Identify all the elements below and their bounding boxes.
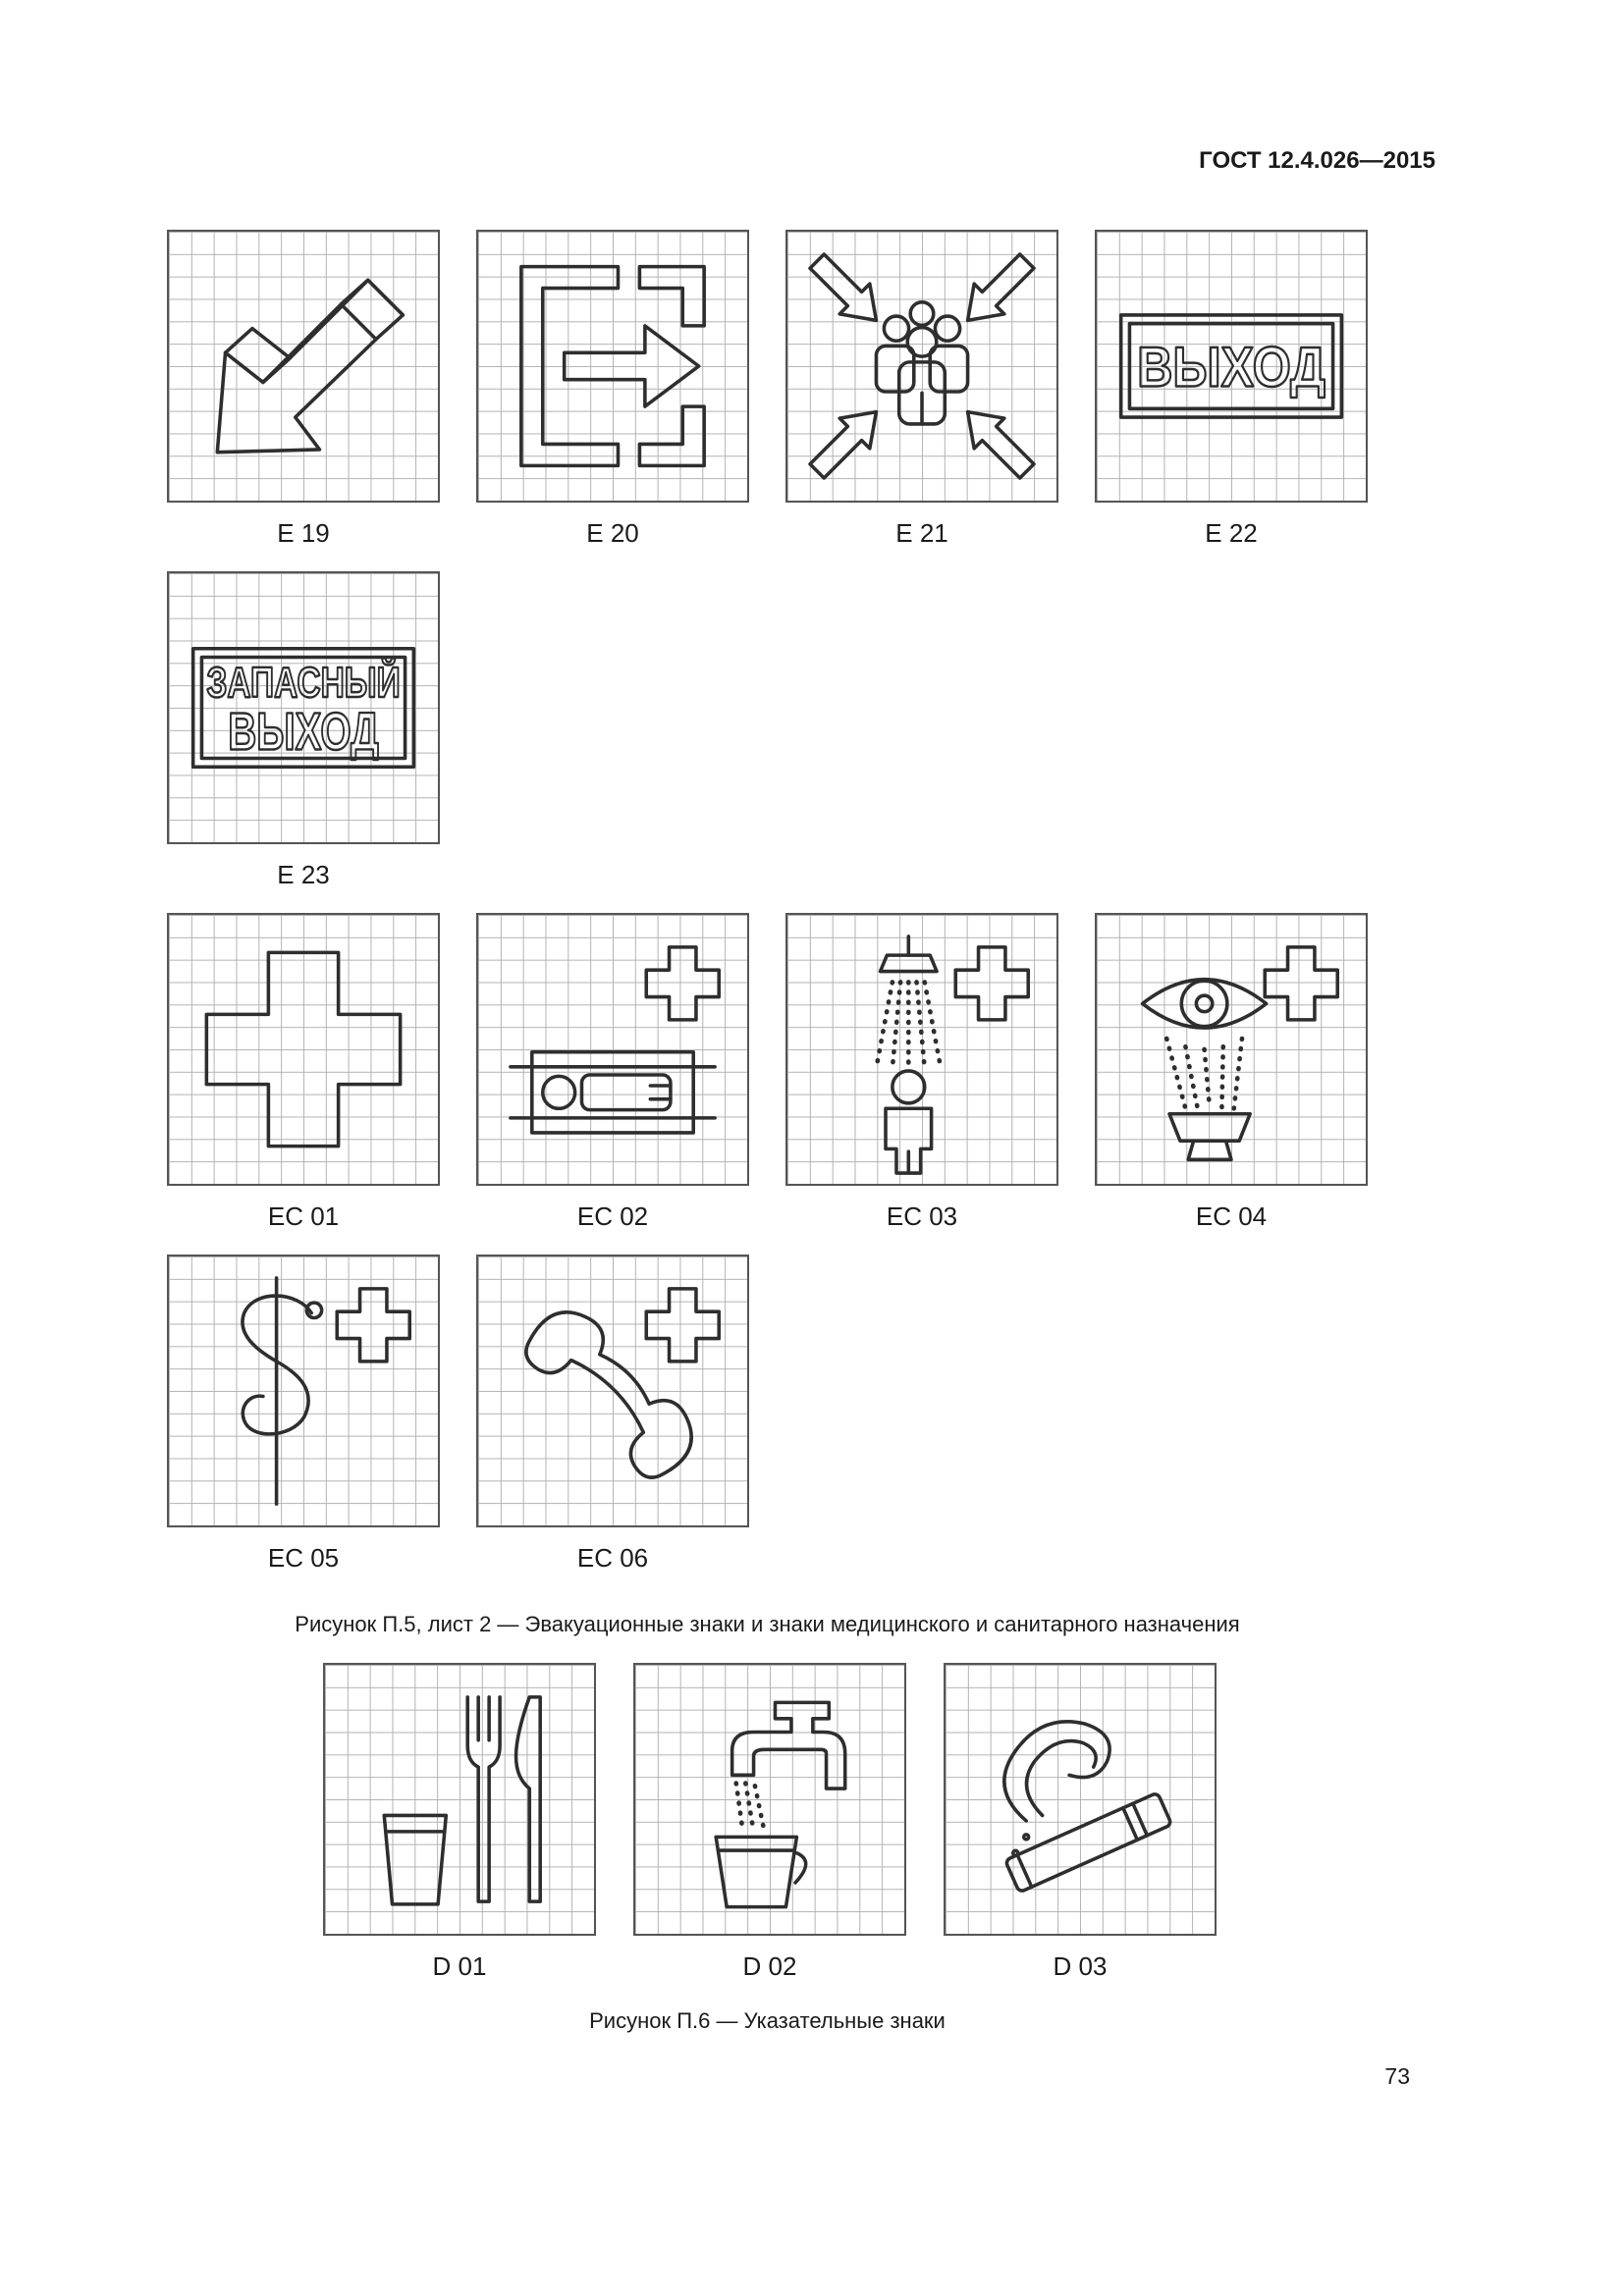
sign-cell-d03: D 03 bbox=[944, 1663, 1217, 1981]
stretcher-icon bbox=[509, 945, 722, 1135]
exit-doorway-arrow-icon bbox=[519, 264, 706, 468]
small-cross-icon bbox=[644, 945, 722, 1022]
sign-box-ec06 bbox=[476, 1255, 749, 1527]
signs-row-d01-d03: D 01 D 02 bbox=[323, 1663, 1435, 1981]
sign-label-e21: E 21 bbox=[895, 518, 948, 548]
sign-label-ec06: EC 06 bbox=[576, 1543, 649, 1573]
sign-cell-ec06: EC 06 bbox=[476, 1255, 749, 1573]
figure-p6-caption: Рисунок П.6 — Указательные знаки bbox=[589, 2008, 946, 2033]
medical-staff-snake-icon bbox=[241, 1276, 412, 1506]
sign-cell-e23: ЗАПАСНЫЙ ВЫХОД E 23 bbox=[167, 571, 440, 889]
sign-box-e19 bbox=[167, 230, 440, 503]
sign-box-ec04 bbox=[1095, 913, 1368, 1186]
exit-text-sign-icon: ВЫХОД bbox=[1118, 313, 1344, 419]
sign-label-e23: E 23 bbox=[277, 860, 330, 889]
sign-cell-ec05: EC 05 bbox=[167, 1255, 440, 1573]
safety-shower-icon bbox=[874, 934, 1031, 1175]
sign-box-e21 bbox=[785, 230, 1058, 503]
sign-box-e23: ЗАПАСНЫЙ ВЫХОД bbox=[167, 571, 440, 844]
sign-box-ec05 bbox=[167, 1255, 440, 1527]
sign-cell-e21: E 21 bbox=[785, 230, 1058, 548]
sign-box-e22: ВЫХОД bbox=[1095, 230, 1368, 503]
sign-label-ec04: EC 04 bbox=[1195, 1201, 1268, 1231]
sign-label-e20: E 20 bbox=[586, 518, 639, 548]
fork bbox=[465, 1695, 502, 1903]
document-header: ГОСТ 12.4.026—2015 bbox=[1199, 147, 1435, 174]
sign-box-d02 bbox=[633, 1663, 906, 1936]
sign-cell-e19: E 19 bbox=[167, 230, 440, 548]
knife bbox=[514, 1695, 542, 1903]
small-cross-icon bbox=[953, 945, 1031, 1022]
evacuation-direction-arrow-3d-icon bbox=[215, 278, 406, 454]
sign-cell-e22: ВЫХОД E 22 bbox=[1095, 230, 1368, 548]
sign-box-ec02 bbox=[476, 913, 749, 1186]
sign-box-e20 bbox=[476, 230, 749, 503]
sign-box-d03 bbox=[944, 1663, 1217, 1936]
page-number: 73 bbox=[1384, 2063, 1410, 2089]
faucet bbox=[730, 1700, 847, 1790]
emergency-exit-text-line1: ЗАПАСНЫЙ bbox=[206, 657, 400, 707]
sign-label-d03: D 03 bbox=[1053, 1951, 1108, 1981]
sign-cell-d01: D 01 bbox=[323, 1663, 596, 1981]
page-content: ГОСТ 12.4.026—2015 E 19 bbox=[167, 147, 1435, 2090]
emergency-telephone-icon bbox=[524, 1287, 722, 1479]
smoking-area-icon bbox=[1002, 1720, 1172, 1893]
sign-cell-ec03: EC 03 bbox=[785, 913, 1058, 1231]
smoke bbox=[1002, 1720, 1111, 1823]
cup bbox=[714, 1835, 808, 1909]
sign-label-e22: E 22 bbox=[1205, 518, 1258, 548]
eye-wash-station-icon bbox=[1140, 945, 1340, 1162]
sign-cell-d02: D 02 bbox=[633, 1663, 906, 1981]
signs-row-ec05-ec06: EC 05 EC 06 bbox=[167, 1255, 1435, 1573]
sign-cell-ec04: EC 04 bbox=[1095, 913, 1368, 1231]
small-cross-icon bbox=[335, 1287, 412, 1363]
sign-label-d01: D 01 bbox=[432, 1951, 487, 1981]
signs-row-ec01-ec04: EC 01 EC 02 bbox=[167, 913, 1435, 1231]
sign-cell-e20: E 20 bbox=[476, 230, 749, 548]
sign-label-ec01: EC 01 bbox=[267, 1201, 340, 1231]
glass bbox=[382, 1813, 449, 1906]
sign-label-ec03: EC 03 bbox=[886, 1201, 958, 1231]
exit-text: ВЫХОД bbox=[1137, 337, 1325, 400]
sign-box-ec03 bbox=[785, 913, 1058, 1186]
cigarette bbox=[1004, 1792, 1172, 1893]
small-cross-icon bbox=[644, 1287, 722, 1363]
figure-p5-caption: Рисунок П.5, лист 2 — Эвакуационные знак… bbox=[295, 1612, 1240, 1636]
converging-arrows bbox=[808, 252, 1036, 480]
sign-cell-ec01: EC 01 bbox=[167, 913, 440, 1231]
sign-label-ec05: EC 05 bbox=[267, 1543, 340, 1573]
sign-box-d01 bbox=[323, 1663, 596, 1936]
handset bbox=[524, 1310, 693, 1479]
drinking-water-icon bbox=[714, 1700, 847, 1909]
food-point-icon bbox=[382, 1695, 542, 1906]
assembly-point-icon bbox=[808, 252, 1036, 480]
signs-row-e23: ЗАПАСНЫЙ ВЫХОД E 23 bbox=[167, 571, 1435, 889]
first-aid-cross-icon bbox=[204, 950, 403, 1148]
sign-label-e19: E 19 bbox=[277, 518, 330, 548]
sign-label-d02: D 02 bbox=[742, 1951, 797, 1981]
people-group bbox=[874, 300, 970, 426]
small-cross-icon bbox=[1263, 945, 1340, 1022]
emergency-exit-text-sign-icon: ЗАПАСНЫЙ ВЫХОД bbox=[190, 646, 416, 770]
signs-row-e19-e22: E 19 E 20 bbox=[167, 230, 1435, 548]
emergency-exit-text-line2: ВЫХОД bbox=[228, 703, 378, 761]
sign-label-ec02: EC 02 bbox=[576, 1201, 649, 1231]
sign-cell-ec02: EC 02 bbox=[476, 913, 749, 1231]
sign-box-ec01 bbox=[167, 913, 440, 1186]
